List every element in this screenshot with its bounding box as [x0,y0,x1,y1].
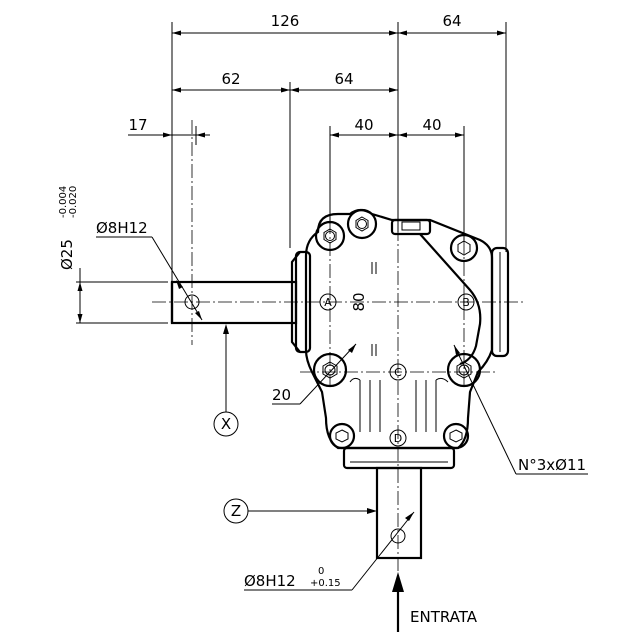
centre-lines [152,120,526,595]
callout-a: A [319,293,337,311]
left-output-shaft [170,280,298,325]
dim-17: 17 [128,116,147,134]
svg-text:C: C [394,366,402,379]
dim-126: 126 [271,12,300,30]
dimension-lines [77,30,506,323]
dim-bore-bottom-tol-upper: 0 [318,566,324,577]
dim-62: 62 [221,70,240,88]
svg-text:A: A [324,296,332,309]
callout-b: B [457,293,475,311]
callout-z: Z [223,498,377,524]
svg-text:D: D [394,432,402,445]
dim-bore-bottom-tol-lower: +0.15 [310,578,341,589]
dim-bore-bottom: Ø8H12 [244,572,296,590]
hex-bolt-icons [322,216,472,443]
callout-d: D [389,429,407,447]
dim-tol-upper: -0.004 [58,186,69,218]
dim-tol-lower: -0.020 [68,186,79,218]
svg-text:X: X [221,415,231,433]
input-label: ENTRATA [410,608,478,626]
dim-40-right: 40 [422,116,441,134]
dim-radius-20: 20 [272,386,291,404]
callout-c: C [389,363,407,381]
dim-64-top: 64 [442,12,461,30]
svg-text:B: B [462,296,470,309]
callout-x: X [213,324,239,437]
dim-bore-top: Ø8H12 [96,219,148,237]
dim-64-middle: 64 [334,70,353,88]
input-arrow: ENTRATA [392,572,478,632]
extension-lines [76,22,507,324]
gearbox-housing [290,208,510,470]
svg-text:Z: Z [231,502,241,520]
dim-40-left: 40 [354,116,373,134]
dim-diameter-25: Ø25 [58,239,76,270]
input-shaft [375,466,423,560]
dim-holes: N°3xØ11 [518,456,586,474]
